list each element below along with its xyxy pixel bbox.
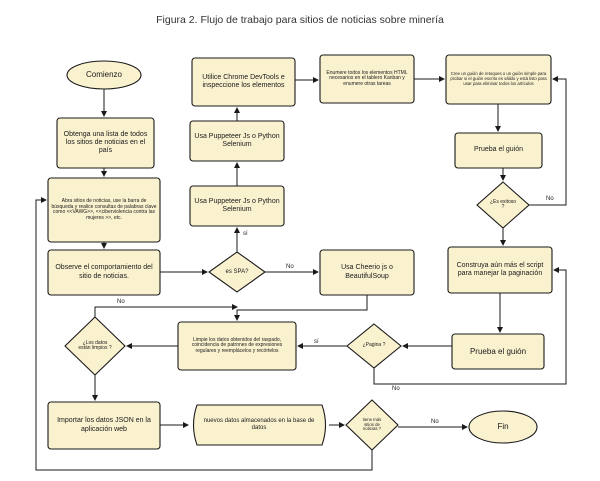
is-clean-diamond: ¿Los datos están limpios ? — [75, 328, 115, 364]
import-label: Importar los datos JSON en la aplicación… — [57, 417, 151, 433]
end-terminal: Fin — [469, 411, 537, 443]
chrome-devtools-label: Utilice Chrome DevTools e inspeccione lo… — [202, 73, 285, 89]
paging-diamond: ¿Pagina ? — [356, 337, 392, 355]
edge-label-spa-no: No — [286, 264, 294, 270]
stored-label: nuevos datos almacenados en la base de d… — [203, 418, 315, 431]
test-script-1-box-shape — [454, 132, 543, 169]
edge-label-paging-no: No — [392, 386, 400, 392]
edge-label-success-no: No — [546, 196, 554, 202]
chrome-devtools-box-shape — [191, 57, 296, 107]
more-sites-diamond: tiene más sitios de noticias ? — [355, 409, 389, 441]
edge-label-clean-no: No — [117, 299, 125, 305]
test-script-1-box: Prueba el guión — [455, 133, 542, 168]
stored-data-shape — [192, 404, 327, 446]
edge-label-spa-yes: sí — [243, 231, 248, 237]
clean-label: Limpie los datos obtenidos del raspado, … — [191, 336, 283, 354]
observe-label: Observe el comportamiento del sitio de n… — [55, 264, 153, 280]
open-sites-label: Abra sitios de noticias, use la barra de… — [51, 198, 157, 221]
list-sites-box-shape — [56, 117, 155, 169]
create-script-box: Cree un guión de retoques o un guión sim… — [446, 55, 551, 104]
paging-label: ¿Pagina ? — [362, 342, 386, 349]
edge-more-yes-loop — [35, 197, 373, 471]
clean-box: Limpie los datos obtenidos del raspado, … — [178, 322, 296, 370]
is-spa-diamond-shape — [208, 251, 266, 293]
observe-box: Observe el comportamiento del sitio de n… — [48, 250, 160, 295]
enumerate-box: Enumere todos los elementos HTML necesar… — [320, 55, 414, 103]
end-terminal-shape — [468, 410, 538, 444]
edge-paging-no-loop — [373, 267, 567, 385]
start-label: Comienzo — [85, 70, 122, 80]
test-script-2-box-shape — [451, 333, 545, 370]
edge-success-no-loop — [529, 76, 567, 206]
is-spa-diamond: es SPA? — [217, 262, 257, 282]
import-box: Importar los datos JSON en la aplicación… — [48, 402, 160, 449]
puppeteer-top-label: Usa Puppeteer Js o Python Selenium — [194, 132, 280, 148]
cheerio-box: Usa Cheerio js o BeautifulSoup — [320, 250, 414, 295]
figure-title: Figura 2. Flujo de trabajo para sitios d… — [156, 14, 444, 26]
stored-data-node: nuevos datos almacenados en la base de d… — [196, 405, 322, 445]
list-sites-label: Obtenga una lista de todos los sitios de… — [63, 130, 148, 155]
is-spa-label: es SPA? — [225, 268, 249, 275]
end-label: Fin — [497, 422, 509, 432]
create-script-label: Cree un guión de retoques o un guión sim… — [450, 71, 547, 86]
open-sites-box: Abra sitios de noticias, use la barra de… — [48, 178, 160, 242]
success-label: ¿Es exitoso ? — [489, 198, 517, 210]
test-script-2-label: Prueba el guión — [469, 346, 527, 356]
build-script-label: Construya aún más el script para manejar… — [456, 261, 544, 277]
puppeteer-mid-label: Usa Puppeteer Js o Python Selenium — [194, 197, 280, 213]
build-script-box: Construya aún más el script para manejar… — [448, 247, 552, 293]
edge-isclean-no-loop — [94, 304, 238, 317]
list-sites-box: Obtenga una lista de todos los sitios de… — [57, 118, 154, 168]
puppeteer-mid-box: Usa Puppeteer Js o Python Selenium — [190, 186, 284, 226]
enumerate-label: Enumere todos los elementos HTML necesar… — [326, 69, 408, 87]
start-terminal: Comienzo — [67, 61, 141, 89]
cheerio-label: Usa Cheerio js o BeautifulSoup — [341, 264, 393, 280]
edge-label-paging-yes: sí — [314, 339, 319, 345]
edge-cheerio-clean — [234, 295, 368, 321]
test-script-2-box: Prueba el guión — [452, 334, 544, 369]
is-clean-label: ¿Los datos están limpios ? — [78, 339, 112, 351]
test-script-1-label: Prueba el guión — [473, 146, 524, 154]
success-diamond: ¿Es exitoso ? — [485, 195, 521, 215]
more-sites-label: tiene más sitios de noticias ? — [362, 416, 382, 432]
edge-label-more-no: No — [431, 419, 439, 425]
puppeteer-top-box: Usa Puppeteer Js o Python Selenium — [190, 121, 284, 161]
chrome-devtools-box: Utilice Chrome DevTools e inspeccione lo… — [192, 58, 295, 106]
